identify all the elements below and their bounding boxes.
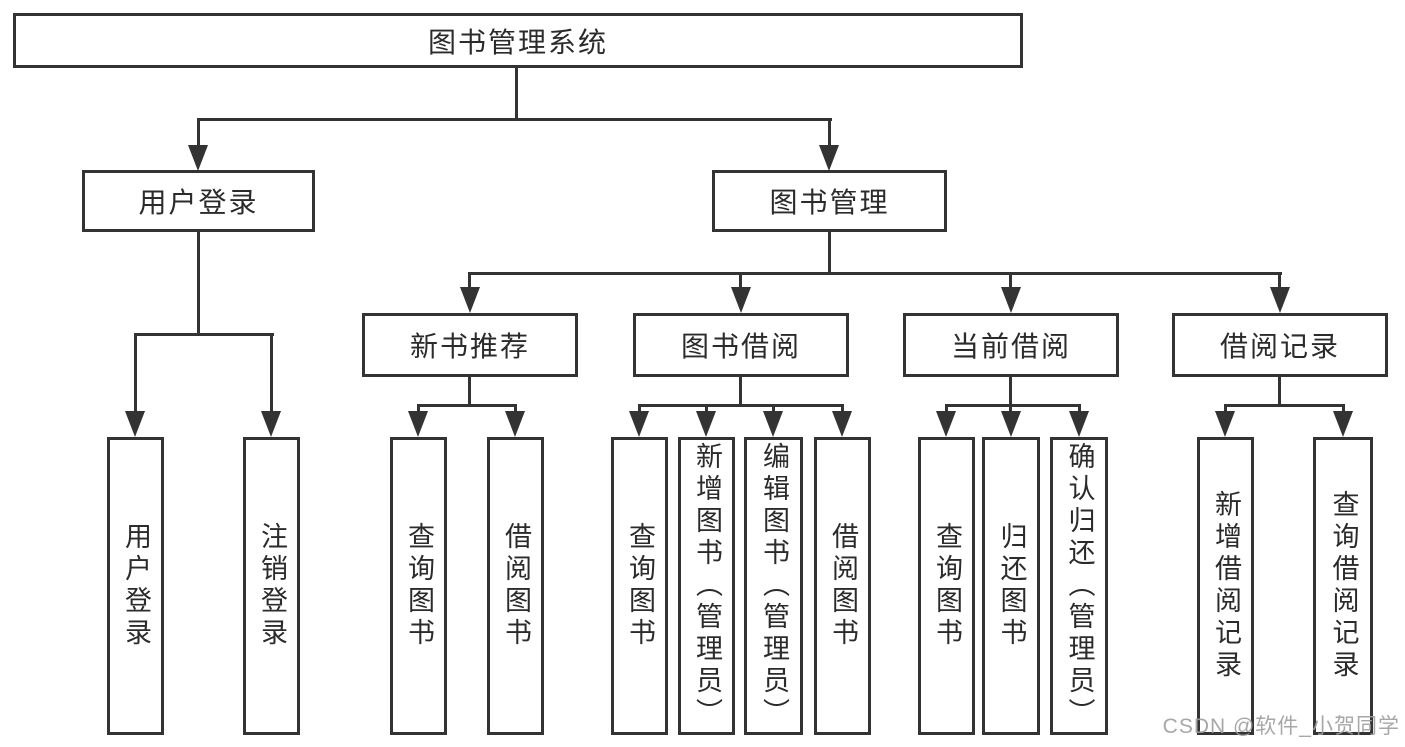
arrowhead-current-c1 [936,411,956,437]
connector-l3-stem-2 [739,272,742,290]
node-book-management: 图书管理 [712,170,947,232]
connector-user-login-stem [197,118,200,150]
connector-userlogin-child2-stem [270,333,273,413]
connector-userlogin-down [197,232,200,336]
arrowhead-records-c1 [1215,411,1235,437]
connector-current-down [1009,377,1012,407]
node-root: 图书管理系统 [13,13,1023,68]
connector-borrow-c1-stem [638,404,641,414]
arrowhead-records-c2 [1333,411,1353,437]
arrowhead-userlogin-child2 [261,411,281,437]
leaf-logout: 注销登录 [243,437,300,735]
connector-level3-bar [469,272,1282,275]
connector-current-c1-stem [945,404,948,414]
connector-borrow-c4-stem [841,404,844,414]
arrowhead-l3-3 [1001,287,1021,313]
node-new-book-recommend: 新书推荐 [362,313,578,377]
connector-userlogin-bar [134,333,274,336]
arrowhead-borrow-c1 [629,411,649,437]
node-borrow-records: 借阅记录 [1172,313,1388,377]
connector-root-stem [515,66,518,118]
connector-newbooks-down [468,377,471,407]
connector-current-c3-stem [1078,404,1081,414]
arrowhead-newbooks-c2 [505,411,525,437]
node-current-borrow: 当前借阅 [903,313,1119,377]
connector-level2-bar [197,118,832,121]
connector-records-c2-stem [1342,404,1345,414]
leaf-borrow-borrow: 借阅图书 [814,437,871,735]
leaf-current-return: 归还图书 [982,437,1040,735]
node-book-borrow: 图书借阅 [633,313,849,377]
arrowhead-l3-1 [460,287,480,313]
connector-borrow-down [739,377,742,407]
leaf-newbooks-borrow: 借阅图书 [487,437,544,735]
connector-current-c2-stem [1009,404,1012,414]
connector-records-bar [1224,404,1345,407]
connector-newbooks-c1-stem [417,404,420,414]
arrowhead-borrow-c3 [763,411,783,437]
leaf-records-add: 新增借阅记录 [1197,437,1254,735]
connector-book-mgmt-stem [828,118,831,150]
connector-borrow-c2-stem [705,404,708,414]
arrowhead-book-mgmt [819,145,839,171]
connector-records-down [1278,377,1281,407]
leaf-current-confirm-return-admin: 确认归还（管理员） [1050,437,1108,735]
arrowhead-l3-4 [1270,287,1290,313]
connector-bookmgmt-down [828,232,831,275]
connector-newbooks-c2-stem [514,404,517,414]
leaf-borrow-add-admin: 新增图书（管理员） [678,437,735,735]
arrowhead-current-c3 [1069,411,1089,437]
arrowhead-userlogin-child1 [125,411,145,437]
arrowhead-borrow-c2 [696,411,716,437]
leaf-borrow-query: 查询图书 [611,437,668,735]
leaf-user-login: 用户登录 [107,437,164,735]
arrowhead-current-c2 [1001,411,1021,437]
connector-l3-stem-1 [468,272,471,290]
connector-l3-stem-3 [1009,272,1012,290]
connector-records-c1-stem [1224,404,1227,414]
leaf-current-query: 查询图书 [918,437,975,735]
leaf-records-query: 查询借阅记录 [1313,437,1373,735]
node-user-login: 用户登录 [82,170,315,232]
connector-borrow-c3-stem [772,404,775,414]
arrowhead-l3-2 [731,287,751,313]
connector-current-bar [945,404,1081,407]
arrowhead-newbooks-c1 [408,411,428,437]
connector-l3-stem-4 [1278,272,1281,290]
watermark: CSDN @软件_小贺同学 [1162,715,1400,738]
arrowhead-user-login [188,145,208,171]
arrowhead-borrow-c4 [832,411,852,437]
leaf-newbooks-query: 查询图书 [390,437,447,735]
connector-newbooks-bar [417,404,517,407]
leaf-borrow-edit-admin: 编辑图书（管理员） [744,437,803,735]
connector-userlogin-child1-stem [134,333,137,413]
connector-borrow-bar [638,404,844,407]
